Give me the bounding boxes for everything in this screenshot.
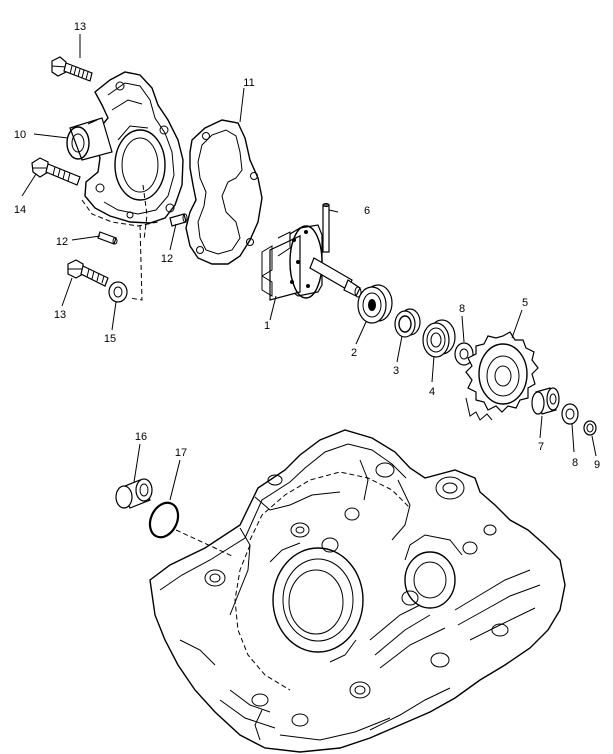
callout-13-upper: 13 [74, 21, 86, 33]
callout-1: 1 [264, 320, 270, 332]
leader-lines [21, 34, 597, 501]
callout-10: 10 [14, 129, 26, 141]
callout-9: 9 [594, 459, 600, 471]
callout-6: 6 [364, 205, 370, 217]
callout-11: 11 [243, 77, 254, 89]
callout-15: 15 [104, 333, 116, 345]
callout-12-right: 12 [161, 253, 173, 265]
seal-2 [357, 284, 393, 324]
callout-3: 3 [393, 365, 399, 377]
callout-4: 4 [429, 386, 435, 398]
collar-7 [531, 387, 560, 415]
impeller-shaft-1 [261, 224, 362, 301]
dowel-pin-12-right [169, 213, 188, 227]
washer-15 [108, 281, 128, 303]
callout-8-lower: 8 [572, 457, 578, 469]
callout-14: 14 [14, 204, 26, 216]
washer-8-lower [561, 403, 579, 425]
bolt-13-upper [51, 56, 93, 82]
gear-5 [465, 331, 539, 421]
dowel-pin-12-left [97, 231, 118, 245]
circlip-9 [583, 420, 597, 436]
callout-7: 7 [538, 441, 544, 453]
callout-16: 16 [135, 431, 147, 443]
crankcase [149, 429, 566, 753]
callout-2: 2 [351, 347, 357, 359]
callout-8-upper: 8 [459, 303, 465, 315]
assembly-line-oring [175, 529, 233, 557]
callout-17: 17 [175, 447, 187, 459]
callout-12-left: 12 [56, 236, 68, 248]
gasket-11 [185, 119, 263, 265]
assembly-line-cover [129, 224, 143, 301]
o-ring-17 [148, 501, 180, 539]
pin-6 [322, 203, 330, 253]
bearing-3 [394, 308, 421, 338]
hose-fitting [66, 117, 113, 161]
callout-5: 5 [522, 297, 528, 309]
callout-labels: 13 10 11 14 12 12 6 13 15 1 2 3 4 8 5 7 … [14, 21, 600, 471]
bolt-14 [31, 157, 81, 186]
collar-16 [115, 478, 153, 509]
bolt-13-lower [67, 259, 109, 287]
callout-13-lower: 13 [54, 309, 66, 321]
bearing-4 [422, 319, 456, 358]
